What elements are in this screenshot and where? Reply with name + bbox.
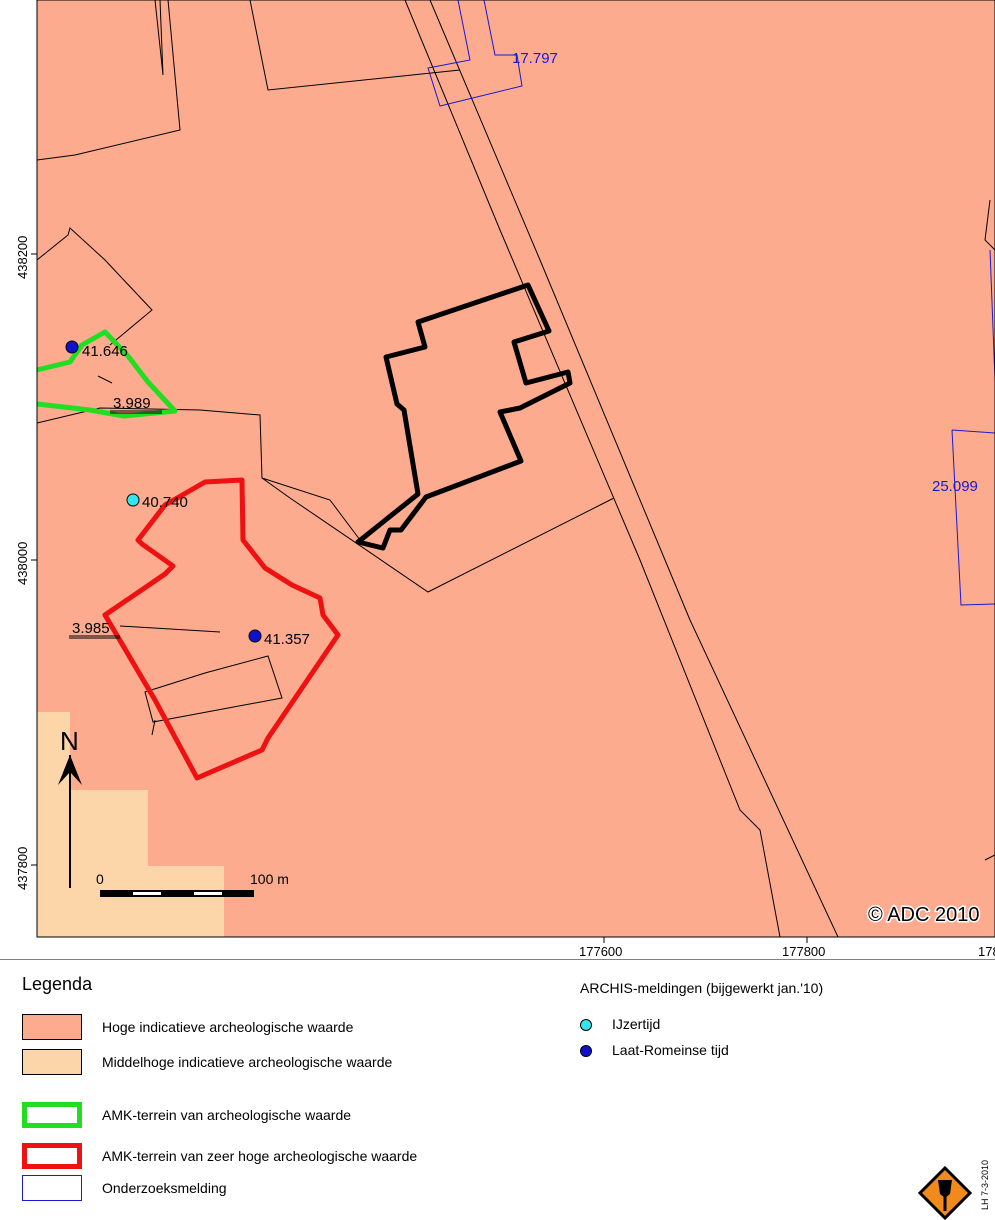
y-tick-label: 437800 bbox=[15, 847, 30, 890]
axis-ticks bbox=[31, 253, 808, 943]
legend-item-amk-green: AMK-terrein van archeologische waarde bbox=[22, 1102, 542, 1128]
point-label: 40.740 bbox=[142, 494, 188, 511]
copyright-text: © ADC 2010 bbox=[868, 904, 979, 926]
point-label: 41.646 bbox=[82, 343, 128, 360]
archis-legend-title: ARCHIS-meldingen (bijgewerkt jan.'10) bbox=[580, 980, 824, 996]
legend-item-amk-red: AMK-terrein van zeer hoge archeologische… bbox=[22, 1143, 542, 1169]
scale-bar bbox=[100, 890, 254, 897]
archis-label: IJzertijd bbox=[612, 1016, 661, 1032]
scale-end: 100 m bbox=[250, 871, 289, 887]
map-frame: 41.646 40.740 41.357 3.989 3.985 17.797 … bbox=[0, 0, 995, 960]
legend-swatch-melding bbox=[22, 1175, 82, 1201]
x-tick-label: 177800 bbox=[782, 944, 825, 959]
archis-label: Laat-Romeinse tijd bbox=[612, 1042, 729, 1058]
archis-item-ijzertijd: IJzertijd bbox=[580, 1016, 880, 1036]
legend-swatch-middelhoge bbox=[22, 1049, 82, 1075]
x-tick-label: 178000 bbox=[978, 944, 995, 959]
parcel-lines bbox=[37, 0, 995, 937]
svg-text:LH 7-3-2010: LH 7-3-2010 bbox=[980, 1160, 990, 1210]
hoge-waarde-area bbox=[37, 0, 995, 937]
amk-terrein-green bbox=[37, 329, 178, 419]
copyright-text: © ADC 2010 bbox=[868, 904, 979, 926]
y-tick-label: 438200 bbox=[15, 236, 30, 279]
north-label: N bbox=[60, 726, 79, 756]
map-canvas: 41.646 40.740 41.357 3.989 3.985 17.797 … bbox=[0, 0, 995, 960]
legend-swatch-amk-red bbox=[22, 1143, 82, 1169]
melding-label: 17.797 bbox=[512, 50, 558, 67]
legend-label: Hoge indicatieve archeologische waarde bbox=[102, 1019, 354, 1035]
middelhoge-waarde-area bbox=[37, 712, 224, 937]
amk-label: 3.989 bbox=[113, 395, 151, 412]
amk-terrein-red bbox=[102, 477, 341, 781]
archis-point-laat-romeins[interactable] bbox=[248, 629, 262, 643]
legend-label: AMK-terrein van zeer hoge archeologische… bbox=[102, 1148, 418, 1164]
legend-label: Onderzoeksmelding bbox=[102, 1180, 227, 1196]
archis-point-laat-romeins[interactable] bbox=[65, 340, 79, 354]
amk-label: 3.985 bbox=[72, 620, 110, 637]
legend-swatch-hoge bbox=[22, 1014, 82, 1040]
onderzoeksmelding-outlines bbox=[427, 0, 995, 606]
date-stamp: LH 7-3-2010 bbox=[980, 1160, 990, 1210]
legend-label: Middelhoge indicatieve archeologische wa… bbox=[102, 1054, 393, 1070]
legend-swatch-amk-green bbox=[22, 1102, 82, 1128]
legend-item-onderzoeksmelding: Onderzoeksmelding bbox=[22, 1175, 542, 1201]
plangebied-outline bbox=[355, 282, 573, 551]
ijzertijd-dot-icon bbox=[580, 1019, 592, 1031]
legend-label: AMK-terrein van archeologische waarde bbox=[102, 1107, 352, 1123]
x-tick-label: 177600 bbox=[579, 944, 622, 959]
y-tick-label: 438000 bbox=[15, 542, 30, 585]
laat-romeins-dot-icon bbox=[580, 1045, 592, 1057]
point-label: 41.357 bbox=[264, 631, 310, 648]
legend-item-middelhoge-waarde: Middelhoge indicatieve archeologische wa… bbox=[22, 1049, 542, 1075]
north-arrow-icon bbox=[58, 755, 82, 888]
archis-item-laat-romeins: Laat-Romeinse tijd bbox=[580, 1042, 880, 1062]
scale-start: 0 bbox=[96, 871, 104, 887]
legend-title: Legenda bbox=[22, 974, 93, 994]
melding-label: 25.099 bbox=[932, 478, 978, 495]
legend-item-hoge-waarde: Hoge indicatieve archeologische waarde bbox=[22, 1014, 542, 1040]
legend-panel: Legenda Hoge indicatieve archeologische … bbox=[0, 960, 995, 1216]
archis-point-ijzertijd[interactable] bbox=[126, 493, 140, 507]
trowel-logo-icon bbox=[918, 1166, 972, 1220]
